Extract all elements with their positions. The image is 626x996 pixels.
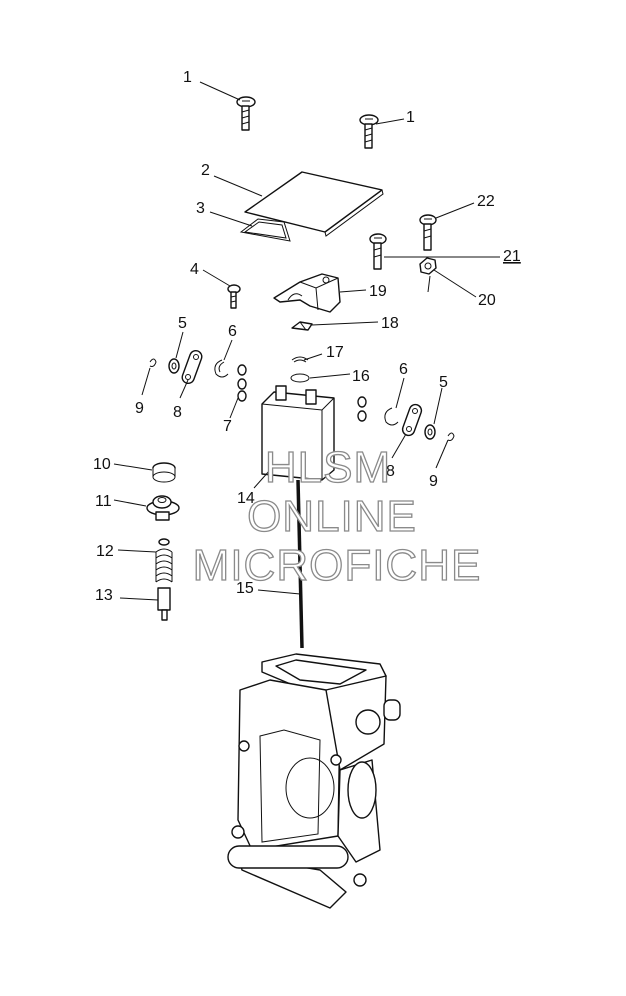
callout-5-left: 5 [178, 315, 187, 332]
callout-13: 13 [95, 587, 113, 604]
part-clip-6-right [384, 407, 399, 426]
part-clip-9-left [149, 358, 157, 367]
part-screw-21 [369, 233, 387, 270]
part-nut-20 [419, 257, 437, 293]
watermark: HLSM ONLINE MICROFICHE [192, 442, 482, 590]
part-plunger-13 [157, 587, 171, 621]
callout-22: 22 [477, 193, 495, 210]
callout-4: 4 [190, 261, 199, 278]
part-bushings-right [357, 396, 367, 422]
part-link-8-right [401, 403, 423, 437]
part-clip-9-right [447, 432, 455, 441]
callout-3: 3 [196, 200, 205, 217]
part-screw-4 [227, 284, 241, 309]
part-clip-6-left [214, 359, 229, 378]
watermark-line-1: HLSM [265, 443, 391, 492]
part-carburetor-body [227, 653, 401, 909]
part-ring-16 [290, 373, 310, 383]
callout-labels: 1 1 2 3 22 21 4 19 20 18 5 6 17 16 6 5 9… [93, 69, 521, 604]
part-screw-1-right [359, 114, 379, 149]
part-spring-12 [155, 538, 173, 583]
part-needle-15 [296, 479, 304, 649]
part-screw-22 [419, 214, 437, 251]
leader-lines [113, 81, 500, 601]
callout-2: 2 [201, 162, 210, 179]
callout-21: 21 [503, 248, 521, 265]
part-cover-2 [244, 171, 384, 237]
callout-18: 18 [381, 315, 399, 332]
callout-1-right: 1 [406, 109, 415, 126]
callout-9-right: 9 [429, 473, 438, 490]
callout-9-left: 9 [135, 400, 144, 417]
callout-16: 16 [352, 368, 370, 385]
part-link-8-left [181, 349, 203, 385]
part-nut-11 [146, 495, 180, 521]
callout-6-right: 6 [399, 361, 408, 378]
part-washer-5-left [168, 358, 180, 374]
watermark-line-3: MICROFICHE [193, 541, 482, 590]
callout-11: 11 [95, 493, 112, 510]
watermark-line-2: ONLINE [247, 492, 417, 541]
part-clip-18 [291, 321, 313, 331]
callout-14: 14 [237, 490, 255, 507]
part-bushings-7 [237, 364, 247, 402]
callout-5-right: 5 [439, 374, 448, 391]
part-screw-1-left [236, 96, 256, 131]
part-cap-10 [152, 462, 176, 483]
callout-12: 12 [96, 543, 114, 560]
callout-7: 7 [223, 418, 232, 435]
part-gasket-3 [239, 218, 291, 242]
part-slide-14 [261, 385, 335, 481]
callout-15: 15 [236, 580, 254, 597]
callout-10: 10 [93, 456, 111, 473]
callout-17: 17 [326, 344, 344, 361]
callout-20: 20 [478, 292, 496, 309]
callout-8-right: 8 [386, 463, 395, 480]
parts-drawing [146, 96, 455, 909]
callout-8-left: 8 [173, 404, 182, 421]
callout-6-left: 6 [228, 323, 237, 340]
callout-1-left: 1 [183, 69, 192, 86]
part-washer-5-right [424, 424, 436, 440]
part-bracket-19 [273, 273, 341, 313]
callout-19: 19 [369, 283, 387, 300]
